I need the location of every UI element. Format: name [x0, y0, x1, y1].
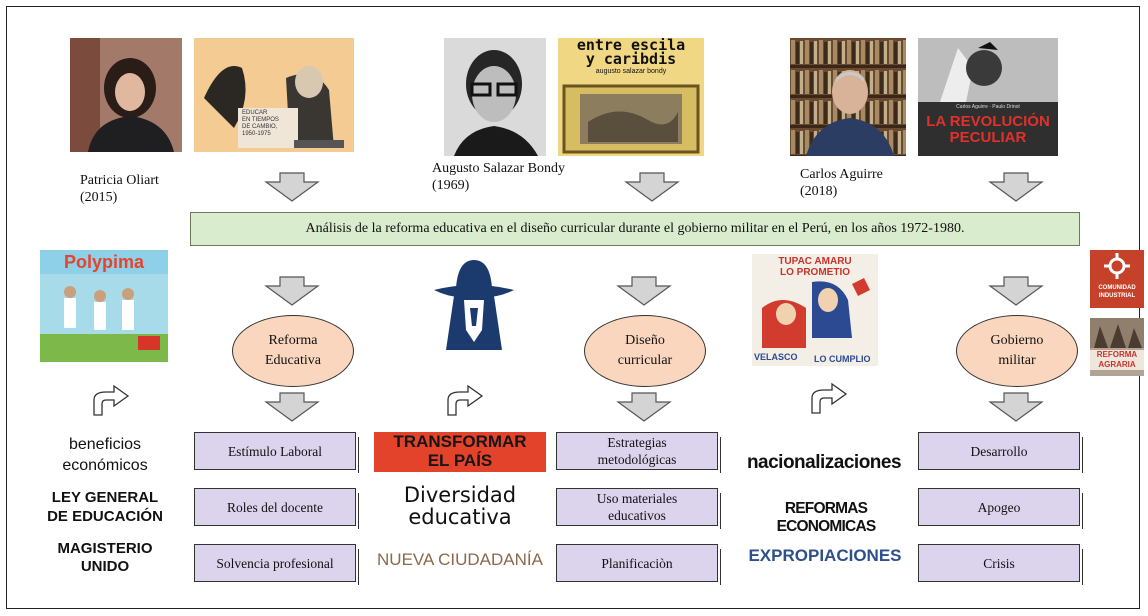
reforma-agraria-text: REFORMA AGRARIA: [1090, 350, 1144, 370]
keyword-ley-general: LEY GENERAL DE EDUCACIÓN: [47, 489, 163, 525]
cover-bondy-author: augusto salazar bondy: [595, 68, 667, 75]
keyword-diversidad-educativa: Diversidad educativa: [403, 483, 517, 529]
curved-arrow-icon: [93, 384, 130, 416]
main-title-box: Análisis de la reforma educativa en el d…: [190, 212, 1080, 246]
item-planificacion: Planificaciòn: [556, 544, 721, 585]
caption-carlos-aguirre: Carlos Aguirre (2018): [800, 167, 883, 199]
arrow-down-icon: [988, 276, 1044, 306]
arrow-down-icon: [264, 276, 320, 306]
concept-diseno-curricular: Diseño curricular: [584, 315, 706, 387]
arrow-down-icon: [264, 392, 320, 422]
photo-carlos-aguirre: [790, 38, 906, 156]
cover-oliart-title: EDUCAR EN TIEMPOS DE CAMBIO, 1950-1975: [242, 110, 279, 137]
portrait-man-glasses-image: [444, 38, 546, 156]
logo-reforma-agraria: REFORMA AGRARIA: [1090, 318, 1144, 376]
cover-aguirre-title: LA REVOLUCIÓN PECULIAR: [926, 113, 1050, 146]
cover-aguirre-authors: Carlos Aguirre · Paulo Drinot: [956, 104, 1020, 110]
arrow-down-icon: [264, 172, 320, 202]
photo-patricia-oliart: [70, 38, 182, 152]
item-estimulo-laboral: Estímulo Laboral: [194, 432, 359, 473]
curved-arrow-icon: [811, 382, 848, 414]
keyword-nueva-ciudadania: NUEVA CIUDADANÍA: [377, 550, 543, 569]
poster-bottom-left-text: VELASCO: [754, 352, 798, 362]
cover-bondy-title: entre escila y caribdis: [576, 38, 686, 68]
item-roles-del-docente: Roles del docente: [194, 488, 359, 529]
gear-icon: [1104, 253, 1130, 279]
keyword-magisterio-unido: MAGISTERIO UNIDO: [57, 540, 153, 575]
arrow-down-icon: [988, 172, 1044, 202]
keyword-beneficios-economicos: beneficios económicos: [62, 436, 148, 474]
caption-augusto-salazar-bondy: Augusto Salazar Bondy (1969): [432, 161, 565, 193]
polypima-title: Polypima: [63, 252, 145, 272]
item-apogeo: Apogeo: [918, 488, 1083, 529]
cover-educar-en-tiempos: EDUCAR EN TIEMPOS DE CAMBIO, 1950-1975: [194, 38, 354, 152]
arrow-down-icon: [988, 392, 1044, 422]
poster-bottom-right-text: LO CUMPLIO: [814, 354, 871, 364]
comunidad-industrial-text: COMUNIDAD INDUSTRIAL: [1098, 285, 1136, 299]
arrow-down-icon: [624, 172, 680, 202]
logo-comunidad-industrial: COMUNIDAD INDUSTRIAL: [1090, 250, 1144, 308]
keyword-nacionalizaciones: nacionalizaciones: [746, 452, 902, 473]
item-crisis: Crisis: [918, 544, 1083, 585]
concept-reforma-educativa: Reforma Educativa: [232, 315, 354, 387]
keyword-reformas-economicas: REFORMAS ECONOMICAS: [776, 500, 877, 535]
arrow-down-icon: [616, 276, 672, 306]
item-solvencia-profesional: Solvencia profesional: [194, 544, 359, 585]
photo-augusto-salazar-bondy: [444, 38, 546, 156]
poster-top-text: TUPAC AMARU LO PROMETIO: [778, 256, 852, 278]
image-polypima: Polypima: [40, 250, 168, 362]
cover-entre-escila-y-caribdis: entre escila y caribdis augusto salazar …: [558, 38, 704, 156]
concept-gobierno-militar: Gobierno militar: [956, 315, 1078, 387]
item-estrategias-metodologicas: Estrategias metodológicas: [556, 432, 721, 473]
portrait-man-bookshelf-image: [790, 38, 906, 156]
item-uso-materiales-educativos: Uso materiales educativos: [556, 488, 721, 529]
tupac-amaru-logo-icon: [434, 260, 514, 350]
poster-velasco: TUPAC AMARU LO PROMETIO VELASCO LO CUMPL…: [752, 254, 878, 366]
keyword-expropiaciones: EXPROPIACIONES: [748, 546, 902, 565]
caption-patricia-oliart: Patricia Oliart (2015): [80, 173, 159, 205]
portrait-woman-image: [70, 38, 182, 152]
cover-la-revolucion-peculiar: Carlos Aguirre · Paulo Drinot LA REVOLUC…: [918, 38, 1058, 156]
item-desarrollo: Desarrollo: [918, 432, 1083, 473]
keyword-transformar-el-pais: TRANSFORMAR EL PAÍS: [374, 432, 546, 472]
curved-arrow-icon: [447, 384, 484, 416]
arrow-down-icon: [616, 392, 672, 422]
